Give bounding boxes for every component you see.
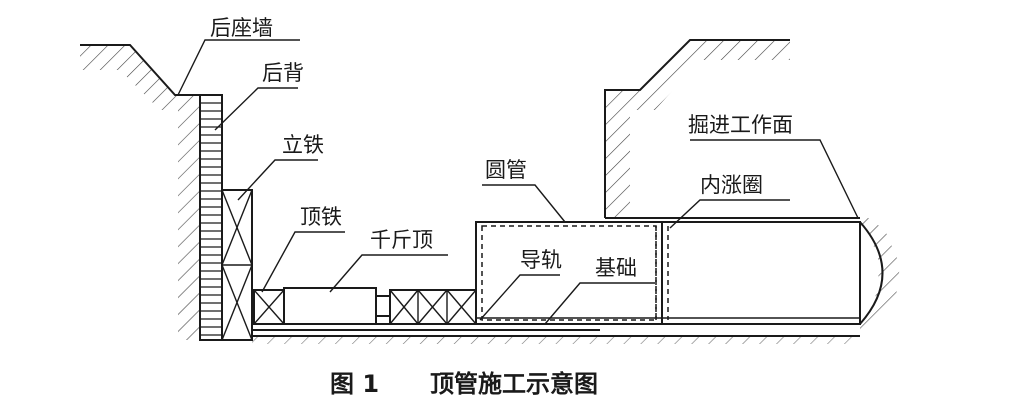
caption-figure-number: 图 1: [330, 370, 379, 398]
label-excavation-face: 掘进工作面: [688, 113, 793, 137]
leader-lines: [177, 39, 859, 325]
label-guide-rail: 导轨: [520, 248, 562, 272]
back-wall-bricks: [199, 94, 223, 341]
label-back-plate: 后背: [262, 61, 304, 85]
label-jack: 千斤顶: [370, 228, 433, 252]
label-foundation: 基础: [595, 256, 637, 280]
pipe: [475, 221, 884, 325]
label-back-wall: 后座墙: [210, 16, 273, 40]
label-vertical-iron: 立铁: [282, 133, 324, 157]
top-iron-blocks: [389, 289, 477, 325]
top-iron: [253, 289, 285, 325]
ground-line: [252, 323, 860, 344]
label-top-iron: 顶铁: [300, 205, 342, 229]
caption-title: 顶管施工示意图: [430, 370, 598, 398]
label-pipe: 圆管: [485, 158, 527, 182]
jack: [283, 287, 391, 325]
label-inner-ring: 内涨圈: [700, 173, 763, 197]
right-soil: [604, 39, 900, 336]
vertical-iron: [221, 189, 253, 341]
left-soil: [80, 44, 201, 340]
